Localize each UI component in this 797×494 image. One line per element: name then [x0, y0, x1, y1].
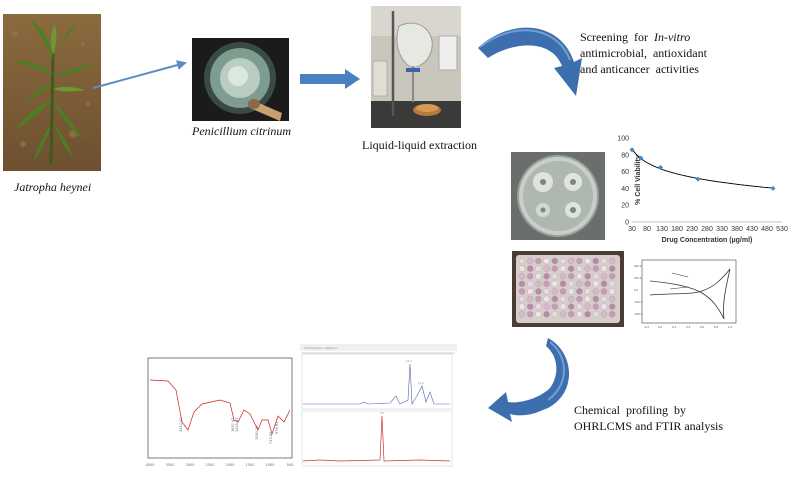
antioxidant-graph: 400.0 200.0 0.0 -200.0 -400.0 -0.2 0.0 0.2 0.4 0…	[632, 257, 740, 334]
svg-text:10.2: 10.2	[406, 359, 412, 363]
cv-x-tick: 230	[686, 226, 698, 233]
profiling-line-1: Chemical profiling by	[574, 403, 686, 417]
svg-text:-400.0: -400.0	[634, 312, 643, 316]
agar-plate-photo	[511, 152, 605, 240]
cv-x-tick: 530	[776, 226, 788, 233]
cv-x-tick: 430	[746, 226, 758, 233]
cv-data-point	[629, 147, 635, 153]
cv-x-tick: 280	[701, 226, 713, 233]
ftir-x-tick: 2500	[206, 463, 215, 467]
svg-text:-0.2: -0.2	[644, 325, 649, 329]
ftir-x-tick: 4000	[146, 463, 155, 467]
plant-photo	[3, 14, 101, 171]
svg-text:0.2: 0.2	[672, 325, 676, 329]
svg-text:0.8: 0.8	[714, 325, 718, 329]
svg-text:0.0: 0.0	[634, 288, 638, 292]
screening-caption: Screening for In-vitro antimicrobial, an…	[580, 29, 707, 77]
svg-text:400.0: 400.0	[634, 264, 642, 268]
lcms-chromatogram: Chromatogram / Spectrum 10.2 12.4 8.1	[300, 344, 457, 472]
screening-line-3: and anticancer activities	[580, 62, 699, 76]
ftir-peak-label: 1657.41	[231, 418, 235, 432]
arrow-plant-to-fungus-icon	[92, 60, 187, 89]
cv-trendline	[631, 148, 774, 189]
svg-text:Chromatogram / Spectrum: Chromatogram / Spectrum	[304, 346, 338, 350]
svg-text:12.4: 12.4	[418, 381, 424, 385]
extraction-caption: Liquid-liquid extraction	[362, 138, 477, 152]
svg-text:8.1: 8.1	[380, 411, 384, 415]
ftir-x-tick: 3500	[166, 463, 175, 467]
curved-arrow-screening-icon	[478, 27, 582, 96]
cv-y-label: % Cell Viability	[635, 155, 642, 205]
arrow-fungus-to-extraction-icon	[300, 69, 360, 89]
cv-data-point	[770, 185, 776, 191]
extraction-photo	[371, 6, 461, 128]
cv-x-label: Drug Concentration (µg/ml)	[662, 237, 753, 244]
cv-y-tick: 80	[621, 152, 629, 159]
svg-text:-200.0: -200.0	[634, 300, 643, 304]
cv-x-tick: 180	[671, 226, 683, 233]
ftir-spectrum-line	[149, 379, 291, 436]
well-plate-photo	[512, 251, 624, 327]
cv-y-tick: 100	[617, 136, 629, 143]
fungus-photo	[192, 38, 289, 121]
cv-data-point	[638, 155, 644, 161]
ftir-peak-label: 1425.31	[235, 418, 239, 432]
cv-x-tick: 30	[628, 226, 636, 233]
ftir-peak-label: 3414.42	[179, 418, 183, 432]
cv-x-tick: 80	[643, 226, 651, 233]
ftir-peak-label: 713.82	[269, 432, 273, 444]
cv-x-tick: 130	[656, 226, 668, 233]
ftir-x-tick: 500	[287, 463, 294, 467]
cv-x-tick: 480	[761, 226, 773, 233]
cv-y-tick: 0	[625, 220, 629, 227]
cv-x-tick: 380	[731, 226, 743, 233]
ftir-x-tick: 2000	[226, 463, 235, 467]
ftir-x-tick: 3000	[186, 463, 195, 467]
cv-y-tick: 60	[621, 169, 629, 176]
screening-in-vitro: In-vitro	[653, 30, 691, 44]
svg-text:200.0: 200.0	[634, 276, 642, 280]
ftir-x-tick: 1500	[246, 463, 255, 467]
profiling-line-2: OHRLCMS and FTIR analysis	[574, 419, 724, 433]
ftir-peak-label: 579.93	[275, 422, 279, 434]
ftir-peak-label: 1093.28	[255, 426, 259, 440]
screening-prefix: Screening for	[580, 30, 654, 44]
cv-data-point	[658, 164, 663, 170]
cv-x-tick: 330	[716, 226, 728, 233]
svg-text:0.6: 0.6	[700, 325, 704, 329]
cv-y-tick: 20	[621, 203, 629, 210]
profiling-caption: Chemical profiling by OHRLCMS and FTIR a…	[574, 402, 723, 434]
plant-caption: Jatropha heynei	[14, 180, 92, 194]
svg-text:0.0: 0.0	[658, 325, 662, 329]
ftir-x-tick: 1000	[266, 463, 275, 467]
svg-text:0.4: 0.4	[686, 325, 690, 329]
svg-text:1.0: 1.0	[728, 325, 732, 329]
screening-line-2: antimicrobial, antioxidant	[580, 46, 707, 60]
cv-y-tick: 40	[621, 186, 629, 193]
ftir-svg: 4000 3500 3000 2500 2000 1500 1000 500 3414.42 1…	[120, 350, 298, 480]
ftir-spectrum: 4000 3500 3000 2500 2000 1500 1000 500 3414.42 1…	[120, 350, 298, 480]
curved-arrow-profiling-icon	[488, 338, 570, 422]
fungus-caption: Penicillium citrinum	[192, 124, 291, 138]
cv-data-point	[695, 176, 701, 182]
